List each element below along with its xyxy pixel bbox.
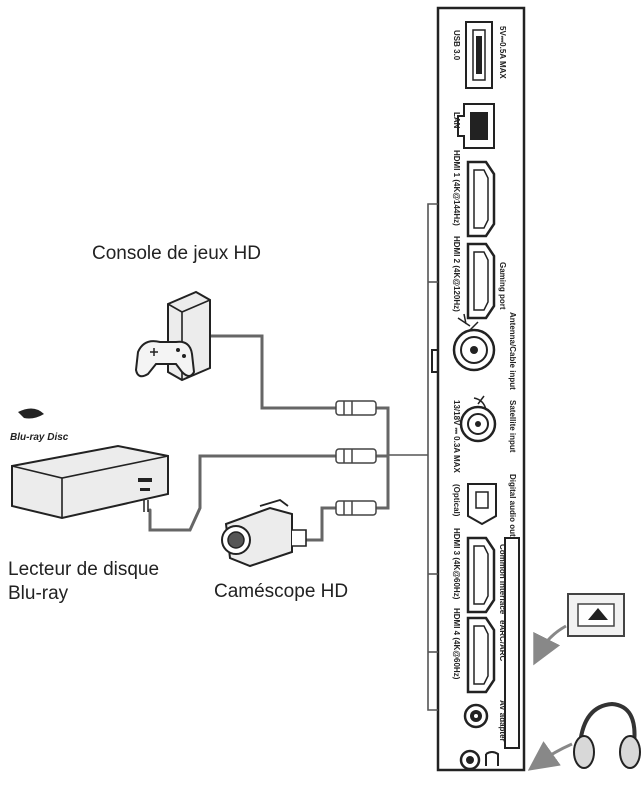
ci-arrow-icon (533, 624, 567, 666)
hdmi2-port[interactable] (466, 242, 496, 320)
earc-label: eARC/ARC (498, 620, 507, 662)
console-label: Console de jeux HD (92, 243, 261, 264)
headphone-arrow-icon (527, 741, 573, 771)
usb-power-label: 5V⎓0.5A MAX (498, 26, 507, 79)
hdmi3-port[interactable] (466, 536, 496, 614)
common-interface-label: Common Interface (498, 544, 507, 615)
bluray-plug (335, 448, 377, 464)
game-console (134, 290, 211, 382)
lan-port[interactable] (457, 103, 495, 149)
optical-label: (Optical) (452, 484, 461, 517)
cables (148, 334, 390, 542)
satellite-label: Satellite input (508, 400, 517, 453)
hdmi-plugs (335, 400, 377, 516)
hdmi4-port[interactable] (466, 616, 496, 694)
bluray-label-line1: Lecteur de disque (8, 559, 160, 580)
headphones (573, 701, 641, 769)
bluray-player (11, 444, 169, 520)
hdmi2-label: HDMI 2 (4K@120Hz) (452, 236, 461, 312)
satellite-port[interactable] (459, 405, 497, 443)
hdmi-bracket (388, 203, 438, 711)
digital-audio-label: Digital audio out (508, 474, 517, 537)
camcorder (221, 499, 307, 568)
lan-label: LAN (452, 112, 461, 129)
bluray-label-line2: Blu-ray (8, 583, 69, 604)
satellite-dish-icon (473, 395, 487, 411)
gamepad-icon (134, 340, 196, 378)
console-plug (335, 400, 377, 416)
gaming-port-label: Gaming port (498, 262, 507, 310)
bluray-logo: Blu-ray Disc (10, 408, 69, 443)
bluray-logo-text: Blu-ray Disc (10, 432, 69, 443)
antenna-port[interactable] (452, 328, 496, 372)
usb-label: USB 3.0 (452, 30, 461, 61)
tv-back-panel (431, 6, 526, 772)
hdmi4-label: HDMI 4 (4K@60Hz) (452, 608, 461, 680)
ci-card (567, 593, 625, 637)
hdmi1-port[interactable] (466, 160, 496, 238)
antenna-icon (457, 313, 479, 331)
camcorder-plug (335, 500, 377, 516)
av-adapter-port[interactable] (463, 703, 489, 729)
optical-port[interactable] (467, 483, 497, 526)
headphone-jack[interactable] (459, 749, 499, 771)
satellite-sub-label: 13/18V ⎓ 0.3A MAX (452, 400, 461, 473)
usb-port[interactable] (465, 21, 493, 89)
antenna-label: Antenna/Cable input (508, 312, 517, 390)
hdmi3-label: HDMI 3 (4K@60Hz) (452, 528, 461, 600)
common-interface-slot[interactable] (504, 537, 520, 749)
av-adapter-label: AV adapter (498, 700, 507, 742)
hdmi1-label: HDMI 1 (4K@144Hz) (452, 150, 461, 226)
camcorder-label: Caméscope HD (214, 581, 349, 602)
